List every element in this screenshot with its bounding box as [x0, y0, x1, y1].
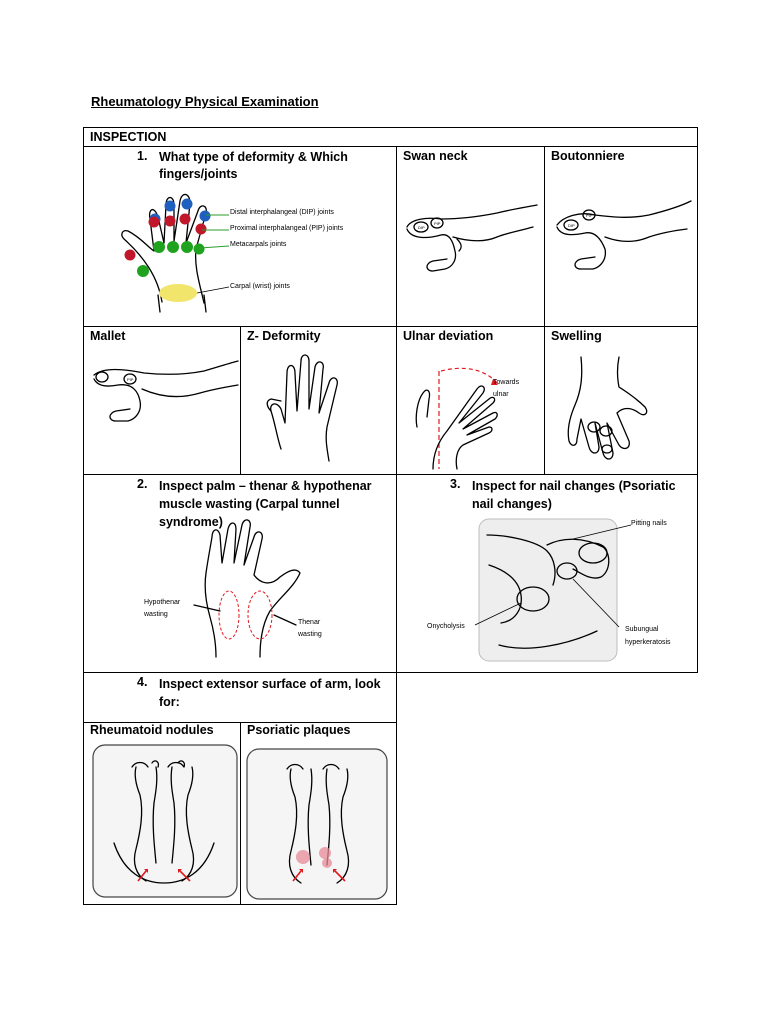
plaque-spot [319, 847, 331, 859]
q2-cell: 2. Inspect palm – thenar & hypothenar mu… [83, 474, 397, 673]
dip-label: Distal interphalangeal (DIP) joints [230, 209, 334, 216]
q3-cell: 3. Inspect for nail changes (Psoriatic n… [396, 474, 698, 673]
swelling-heading: Swelling [551, 329, 602, 343]
bout-pip-tag: PIP [586, 213, 593, 218]
inspection-header: INSPECTION [90, 130, 167, 144]
subungual-label: Subungual hyperkeratosis [625, 626, 671, 646]
q4-number: 4. [137, 675, 148, 689]
boutonniere-image: DIP PIP [556, 200, 692, 270]
thenar-ring [247, 590, 273, 640]
mcp-label: Metacarpals joints [230, 241, 287, 248]
page-title: Rheumatology Physical Examination [91, 94, 319, 109]
thenar-label: Thenar wasting [298, 619, 322, 638]
swan-neck-heading: Swan neck [403, 149, 468, 163]
q1-cell: 1. What type of deformity & Which finger… [83, 146, 397, 327]
ulnar-deviation-image [415, 367, 498, 470]
nail-photo-frame [478, 518, 618, 662]
boutonniere-cell: Boutonniere DIP PIP [544, 146, 698, 327]
q4-cell: 4. Inspect extensor surface of arm, look… [83, 672, 397, 723]
inspection-header-cell: INSPECTION [83, 127, 698, 147]
q1-number: 1. [137, 149, 148, 163]
z-deformity-cell: Z- Deformity [240, 326, 397, 475]
ulnar-deviation-heading: Ulnar deviation [403, 329, 494, 343]
bout-dip-tag: DIP [568, 223, 575, 228]
swelling-cell: Swelling [544, 326, 698, 475]
q3-text: Inspect for nail changes (Psoriatic nail… [472, 479, 676, 511]
nodules-heading: Rheumatoid nodules [90, 723, 214, 737]
q4-text: Inspect extensor surface of arm, look fo… [159, 677, 381, 709]
pitting-label: Pitting nails [631, 520, 667, 527]
plaques-heading: Psoriatic plaques [247, 723, 351, 737]
palm-image [193, 519, 301, 658]
nodules-image [92, 744, 238, 898]
ulnar-deviation-cell: Ulnar deviation Towards ulnar [396, 326, 545, 475]
q3-number: 3. [450, 477, 461, 491]
mallet-cell: Mallet PIP [83, 326, 241, 475]
carpal-label: Carpal (wrist) joints [230, 283, 290, 290]
hand-joints-diagram [121, 193, 230, 313]
nodules-cell: Rheumatoid nodules [83, 722, 241, 905]
z-deformity-heading: Z- Deformity [247, 329, 321, 343]
q2-text: Inspect palm – thenar & hypothenar muscl… [159, 479, 372, 529]
hypothenar-label: Hypothenar wasting [144, 599, 181, 618]
q2-number: 2. [137, 477, 148, 491]
hypothenar-ring [218, 590, 240, 640]
plaques-cell: Psoriatic plaques [240, 722, 397, 905]
mallet-heading: Mallet [90, 329, 126, 343]
q1-text: What type of deformity & Which fingers/j… [159, 150, 348, 181]
ulnar-label: Towards ulnar [493, 379, 520, 398]
swan-pip-tag: PIP [434, 221, 441, 226]
mallet-image: PIP [93, 360, 239, 422]
plaque-spot [296, 850, 310, 864]
nail-image [474, 518, 632, 662]
onycholysis-label: Onycholysis [427, 623, 465, 630]
swan-dip-tag: DIP [418, 225, 425, 230]
ulnar-arrowhead [491, 379, 498, 385]
boutonniere-heading: Boutonniere [551, 149, 625, 163]
swelling-image [567, 356, 648, 460]
plaque-spot [322, 858, 332, 868]
z-deformity-image [266, 354, 338, 462]
plaques-image [246, 748, 388, 900]
swan-neck-cell: Swan neck DIP PIP [396, 146, 545, 327]
pip-label: Proximal interphalangeal (PIP) joints [230, 225, 344, 232]
swan-neck-image: DIP PIP [406, 204, 538, 272]
mallet-pip-tag: PIP [127, 377, 134, 382]
